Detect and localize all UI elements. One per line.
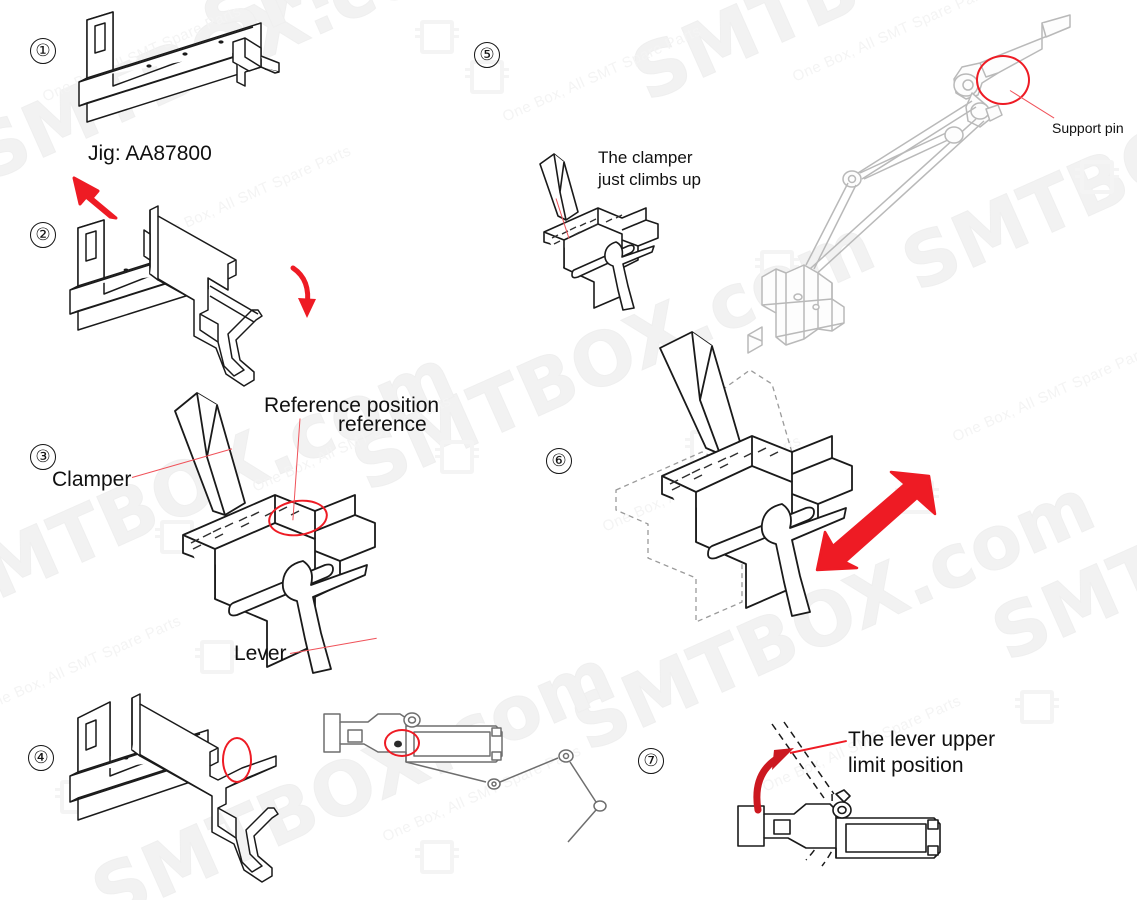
insert-arrow-icon (72, 176, 118, 220)
watermark-chip-icon (415, 20, 459, 54)
lever-limit-label-line1: The lever upper (848, 728, 996, 751)
pivot-detail-circle-annotation (384, 729, 420, 757)
lever-limit-leader (789, 739, 847, 754)
watermark-tagline: One Box, All SMT Spare Parts (790, 0, 994, 86)
linkage-detail-drawing (323, 712, 607, 843)
step-number-5: ⑤ (474, 42, 500, 68)
watermark-brand: SMTBOX.com (890, 1, 1137, 309)
reference-position-circle-annotation (265, 495, 331, 540)
watermark-chip-icon (1015, 690, 1059, 724)
watermark-brand: SMTBOX.com (190, 0, 739, 69)
watermark-tagline: One Box, All SMT Spare Parts (40, 2, 244, 106)
watermark-brand: SMTBOX.com (620, 0, 1137, 119)
step-number-3: ③ (30, 444, 56, 470)
lever-leader (289, 637, 377, 654)
lever-limit-label-line2: limit position (848, 754, 964, 777)
watermark-chip-icon (895, 480, 939, 514)
watermark-chip-icon (195, 640, 239, 674)
watermark-brand: SMTBOX.com (80, 631, 629, 900)
watermark-chip-icon (435, 440, 479, 474)
step4-assembly-drawing (69, 693, 279, 883)
support-pin-label: Support pin (1052, 120, 1124, 136)
watermark-brand: SMTBOX.com (340, 201, 889, 509)
clamper-climbs-leader (555, 198, 570, 239)
step-number-6: ⑥ (546, 448, 572, 474)
reference-position-label-line2: reference (338, 413, 427, 436)
clamper-label: Clamper (52, 468, 132, 491)
watermark-chip-icon (155, 520, 199, 554)
watermark-brand: SMTBOX.com (560, 461, 1109, 769)
step-number-1: ① (30, 38, 56, 64)
watermark-chip-icon (415, 840, 459, 874)
step-number-7: ⑦ (638, 748, 664, 774)
watermark-chip-icon (55, 780, 99, 814)
step-number-4: ④ (28, 745, 54, 771)
clamper-leader (131, 448, 233, 478)
watermark-tagline: One Box, All SMT Spare Parts (950, 342, 1137, 446)
watermark-chip-icon (685, 430, 729, 464)
reference-position-label-line1: Reference position (264, 394, 440, 417)
step4-detail-circle-annotation (222, 737, 252, 783)
step2-assembly-drawing (69, 205, 263, 387)
watermark-tagline: One Box, All SMT Spare Parts (380, 742, 584, 846)
clamper-climbs-label-line1: The clamper (598, 148, 693, 167)
lever-label: Lever (234, 642, 287, 665)
watermark-tagline: One Box, All SMT Spare Parts (600, 432, 804, 536)
watermark-brand: SMTBOX.com (980, 371, 1137, 679)
watermark-tagline: One Box, All SMT Spare Parts (500, 22, 704, 126)
watermark-chip-icon (1075, 160, 1119, 194)
rotate-arrow-icon (290, 265, 316, 318)
step1-jig-drawing (78, 11, 280, 123)
step6-clamper-drawing (615, 331, 853, 623)
watermark-brand: SMTBOX.com (0, 0, 508, 199)
jig-part-number-label: Jig: AA87800 (88, 142, 212, 165)
watermark-tagline: One Box, All SMT Spare Parts (0, 612, 184, 716)
watermark-chip-icon (755, 250, 799, 284)
slide-double-arrow-icon (815, 470, 937, 572)
support-pin-leader (1009, 90, 1055, 119)
clamper-climbs-label-line2: just climbs up (598, 170, 701, 189)
step-number-2: ② (30, 222, 56, 248)
